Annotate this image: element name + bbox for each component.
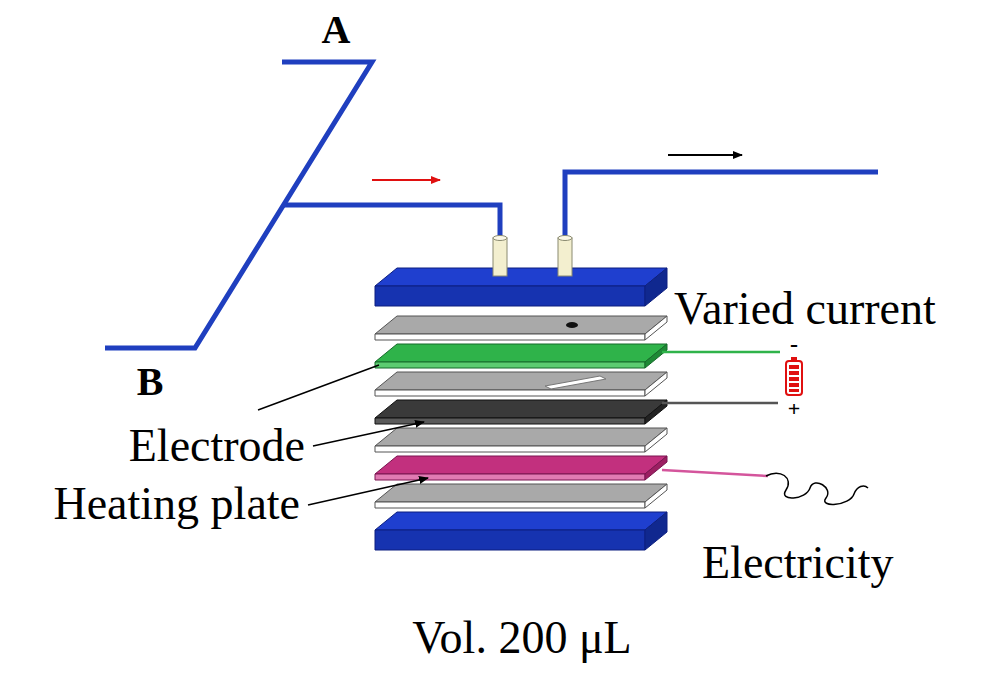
port-label: B (137, 362, 164, 402)
spacer-layer (375, 484, 667, 508)
flow-arrow (668, 154, 742, 156)
feed-tube (284, 205, 500, 240)
leader-line (308, 478, 428, 505)
spacer-layer (375, 428, 667, 452)
part-label: Varied current (674, 283, 936, 336)
channel-layer (375, 372, 667, 396)
electrode-wire (662, 351, 780, 354)
leader-line (258, 365, 379, 410)
flow-arrow (372, 179, 440, 181)
bottom-plate (375, 512, 667, 550)
electrode-layer (375, 400, 667, 424)
heater-wire (662, 470, 768, 476)
spacer-layer (375, 316, 667, 340)
volume-label: Vol. 200 μL (412, 612, 631, 665)
heating-layer (375, 456, 667, 480)
polarity-sign: + (788, 398, 801, 420)
part-label: Electricity (702, 537, 894, 590)
part-label: Electrode (129, 420, 305, 473)
polarity-sign: - (790, 332, 798, 356)
power-cable (766, 473, 868, 504)
outlet-tube (565, 172, 878, 240)
tube-fitting (558, 236, 572, 277)
electrode-wire (662, 402, 778, 405)
part-label: Heating plate (53, 478, 300, 531)
leader-line (313, 422, 424, 446)
electrode-layer (375, 344, 667, 368)
top-plate (375, 268, 667, 306)
port-label: A (322, 10, 351, 50)
battery-symbol (786, 357, 802, 395)
tube-fitting (493, 236, 507, 277)
